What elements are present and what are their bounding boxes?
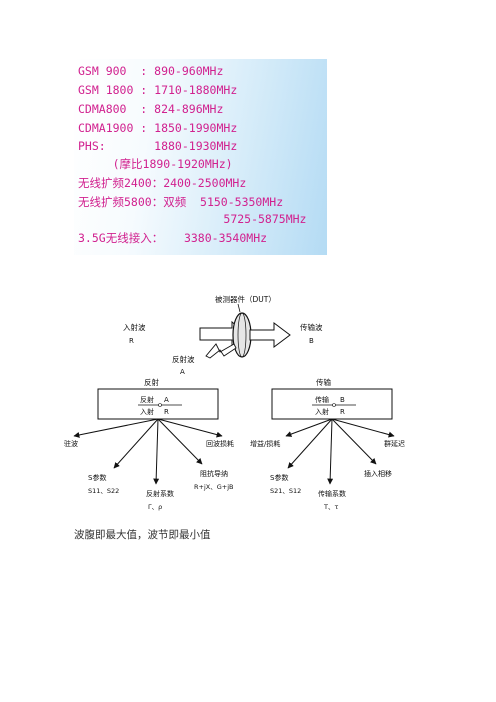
transmission-branch-gain [285, 418, 333, 437]
reflection-branch-coef [153, 418, 160, 485]
transmission-branch-delay [331, 418, 395, 438]
dut-shape [232, 312, 252, 358]
transmission-box [271, 388, 393, 420]
dut-leader-line [237, 303, 241, 313]
transmission-branch-coef [327, 418, 334, 485]
band-line-mobi: (摩比1890-1920MHz) [78, 157, 233, 171]
transmission-out-phase: 插入相移 [364, 469, 392, 478]
transmitted-label: 传输波 [300, 322, 323, 332]
reflected-symbol: A [180, 368, 185, 376]
reflection-branch-vswr [73, 418, 159, 438]
reflection-out-sparam: S参数 [88, 473, 106, 482]
transmission-out-gain: 增益/损耗 [250, 439, 280, 448]
reflection-out-impedance: 阻抗导纳 [200, 469, 228, 478]
transmission-out-sparam: S参数 [270, 473, 288, 482]
transmission-box-top: 传输 [315, 395, 329, 404]
reflection-out-sparam-sub: S11、S22 [88, 487, 119, 495]
band-line-cdma1900: CDMA1900 : 1850-1990MHz [78, 121, 238, 135]
reflection-box [97, 388, 219, 420]
transmission-out-delay: 群延迟 [384, 439, 405, 448]
network-analysis-diagram: 被测器件（DUT） 入射波 R 传输波 B 反射波 A 反射 反射 A 入射 R… [64, 294, 405, 511]
transmission-out-sparam-sub: S21、S12 [270, 487, 301, 495]
band-line-phs: PHS: 1880-1930MHz [78, 139, 238, 153]
band-line-gsm900: GSM 900 : 890-960MHz [78, 64, 224, 78]
reflected-label: 反射波 [172, 354, 195, 364]
transmitted-symbol: B [309, 337, 314, 345]
incident-label: 入射波 [123, 322, 146, 332]
reflection-branch-sparam [113, 418, 159, 469]
transmission-branch-phase [331, 418, 377, 465]
reflection-title: 反射 [144, 377, 159, 387]
caption-text: 波腹即最大值，波节即最小值 [74, 529, 211, 541]
reflection-branch-return-loss [157, 418, 223, 438]
transmission-box-bottom-symbol: R [340, 408, 345, 416]
transmission-box-bottom: 入射 [315, 407, 329, 416]
incident-symbol: R [129, 337, 134, 345]
dut-label: 被测器件（DUT） [215, 294, 276, 304]
transmission-box-top-symbol: B [340, 396, 345, 404]
transmission-title: 传输 [316, 377, 331, 387]
transmitted-arrow [249, 322, 291, 348]
band-line-wifi2400: 无线扩频2400：2400-2500MHz [78, 176, 247, 190]
reflection-out-return-loss: 回波损耗 [206, 439, 234, 448]
reflection-box-bottom-symbol: R [164, 408, 169, 416]
frequency-band-panel: GSM 900 : 890-960MHz GSM 1800 : 1710-188… [74, 59, 327, 255]
transmission-out-coef: 传输系数 [318, 489, 346, 498]
reflection-box-bottom: 入射 [140, 407, 154, 416]
reflection-out-coef-sub: Γ、ρ [148, 503, 162, 511]
transmission-branch-sparam [287, 418, 333, 469]
band-line-wifi5800-2: 5725-5875MHz [78, 212, 307, 226]
reflected-arrow [205, 343, 237, 359]
band-line-cdma800: CDMA800 : 824-896MHz [78, 102, 224, 116]
transmission-out-coef-sub: T、τ [323, 503, 338, 511]
reflection-out-coef: 反射系数 [146, 489, 174, 498]
reflection-box-top: 反射 [140, 395, 154, 404]
band-line-gsm1800: GSM 1800 : 1710-1880MHz [78, 83, 238, 97]
reflection-out-impedance-sub: R+jX、G+jB [194, 483, 233, 491]
band-line-wifi5800: 无线扩频5800：双频 5150-5350MHz [78, 195, 284, 209]
reflection-box-top-symbol: A [164, 396, 169, 404]
reflection-out-vswr: 驻波 [64, 439, 78, 448]
band-line-35g: 3.5G无线接入： 3380-3540MHz [78, 231, 268, 245]
reflection-branch-impedance [157, 418, 203, 465]
